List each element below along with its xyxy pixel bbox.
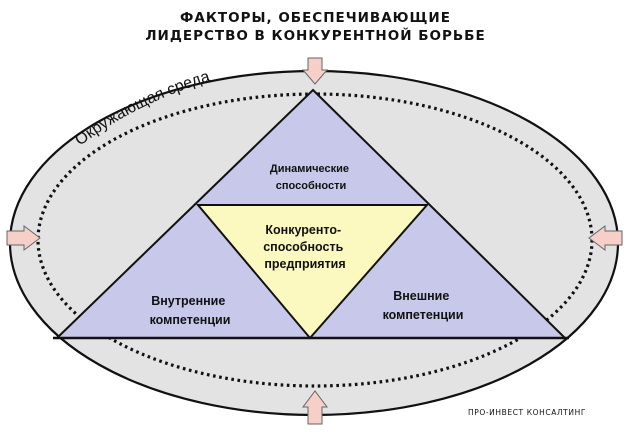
left-label-line-1: Внутренние	[151, 294, 225, 308]
diagram-title-line-2: ЛИДЕРСТВО В КОНКУРЕНТНОЙ БОРЬБЕ	[145, 28, 486, 44]
top-label-line-2: способности	[276, 180, 346, 192]
top-label-line-1: Динамические	[270, 163, 349, 175]
center-triangle	[195, 204, 430, 340]
left-section-label: Внутренние компетенции	[150, 294, 231, 327]
center-label-line-2: способность	[263, 240, 343, 254]
arrow-right	[588, 225, 623, 251]
arrow-top	[301, 57, 329, 85]
center-section-label: Конкуренто- способность предприятия	[263, 223, 347, 271]
top-section-label: Динамические способности	[270, 163, 352, 192]
right-section-label: Внешние компетенции	[383, 289, 464, 322]
arrow-bottom	[302, 390, 328, 425]
diagram-title-line-1: ФАКТОРЫ, ОБЕСПЕЧИВАЮЩИЕ	[180, 10, 451, 26]
right-label-line-2: компетенции	[383, 308, 464, 322]
center-label-line-1: Конкуренто-	[265, 223, 341, 237]
arrow-left	[6, 225, 41, 251]
left-label-line-2: компетенции	[150, 313, 231, 327]
right-label-line-1: Внешние	[393, 289, 449, 303]
credit-text: ПРО-ИНВЕСТ КОНСАЛТИНГ	[468, 408, 586, 417]
center-label-line-3: предприятия	[264, 257, 345, 271]
